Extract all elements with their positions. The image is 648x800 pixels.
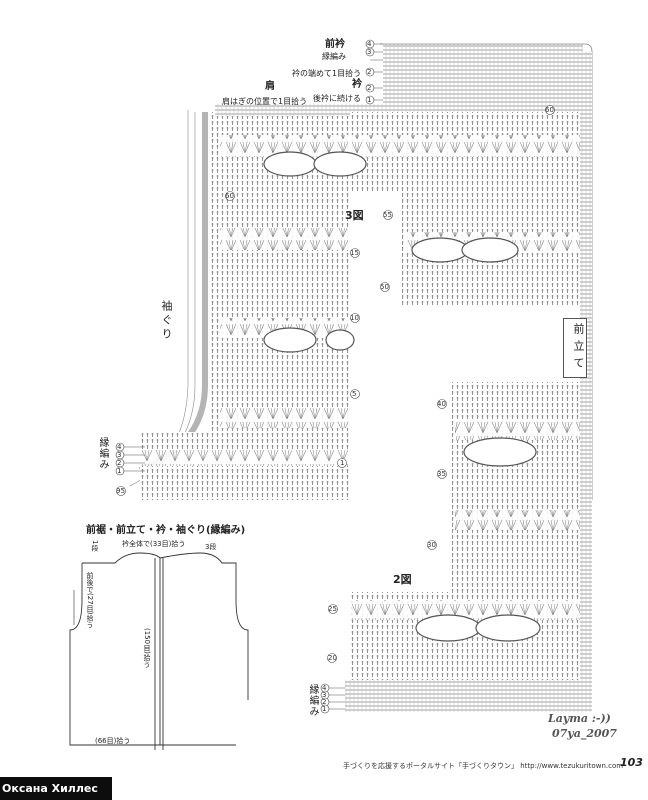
- row-num-25: 25: [328, 605, 337, 613]
- row-num-60-top: 60: [545, 106, 554, 114]
- signature-line2: 07ya_2007: [552, 727, 617, 740]
- row-num-b-4: 4: [322, 684, 327, 692]
- label-collar: 衿: [352, 79, 362, 90]
- schematic-center-note: (150目)拾う: [143, 628, 151, 668]
- front-band-label-box: 前立て: [563, 318, 587, 378]
- row-num-1-upper: 1: [340, 459, 345, 467]
- schematic-bottom-note: (66目)拾う: [95, 737, 131, 745]
- row-num-55: 55: [383, 211, 392, 219]
- row-circles: [115, 39, 555, 714]
- label-sleeve-edge: 袖ぐり: [160, 300, 173, 342]
- label-shoulder: 肩: [265, 81, 275, 92]
- schematic-top-note: 衿全体で(33目)拾う: [122, 540, 186, 548]
- label-edging-left: 縁編み: [97, 437, 108, 470]
- row-num-bl-1: 1: [117, 467, 122, 475]
- upper-chart: [129, 43, 593, 712]
- row-num-10: 10: [350, 314, 359, 322]
- row-num-b-2: 2: [322, 698, 327, 706]
- signature-line1: Layma :-)): [548, 712, 611, 725]
- row-num-95: 95: [116, 487, 125, 495]
- schematic-mark-left: 1段: [91, 540, 99, 552]
- row-num-b-3: 3: [322, 691, 327, 699]
- label-edging: 縁編み: [322, 52, 346, 61]
- row-num-bl-4: 4: [117, 443, 122, 451]
- schematic-side-left: 前後で(27目)拾う: [86, 572, 94, 629]
- lower-chart: [345, 382, 585, 712]
- label-front-collar: 前衿: [325, 39, 345, 50]
- page-number: 103: [620, 756, 643, 769]
- row-num-3: 3: [367, 48, 372, 56]
- schematic-mark-right: 3段: [205, 543, 217, 551]
- row-num-1: 1: [367, 96, 372, 104]
- schematic-title: 前裾・前立て・衿・袖ぐり(縁編み): [86, 525, 246, 536]
- label-edging-bottom: 縁編み: [307, 684, 318, 717]
- row-num-bl-3: 3: [117, 451, 122, 459]
- figure-2-label: 2図: [393, 573, 412, 586]
- row-num-50: 50: [380, 283, 389, 291]
- row-num-5: 5: [352, 390, 357, 398]
- row-num-2b: 2: [367, 84, 372, 92]
- row-num-4: 4: [367, 40, 372, 48]
- leader-lines: [122, 43, 383, 710]
- footer-text: 手づくりを応援するポータルサイト「手づくりタウン」 http://www.tez…: [343, 762, 624, 770]
- schematic-outline: [69, 552, 249, 750]
- row-num-2: 2: [367, 68, 372, 76]
- label-continue-collar: 後衿に続ける: [313, 94, 361, 103]
- label-shoulder-pickup: 肩はぎの位置で1目拾う: [222, 97, 308, 106]
- row-num-30: 30: [427, 541, 436, 549]
- row-num-20: 20: [328, 654, 337, 662]
- row-num-35: 35: [437, 470, 446, 478]
- row-num-15: 15: [350, 249, 359, 257]
- row-num-bl-2: 2: [117, 459, 122, 467]
- figure-3-label: 3図: [345, 209, 364, 222]
- row-num-b-1: 1: [322, 705, 327, 713]
- watermark: Оксана Хиллес: [0, 777, 112, 800]
- label-front-band: 前立て: [572, 323, 585, 374]
- label-collar-pickup: 衿の端めて1目拾う: [292, 69, 362, 78]
- row-num-60-left: 60: [225, 192, 234, 200]
- row-num-40: 40: [437, 400, 446, 408]
